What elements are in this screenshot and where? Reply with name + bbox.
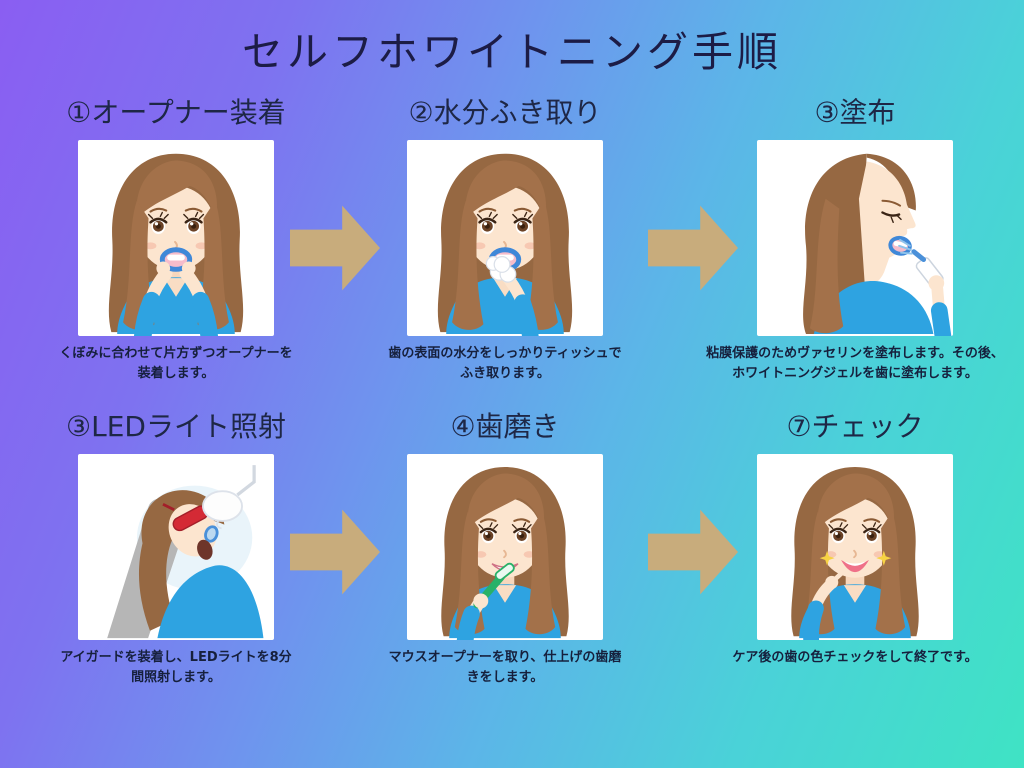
step-4-panel bbox=[78, 454, 274, 640]
step-4-caption: アイガードを装着し、LEDライトを8分間照射します。 bbox=[60, 650, 292, 686]
step-3-heading: ③塗布 bbox=[814, 96, 896, 129]
step-5-panel bbox=[407, 454, 603, 640]
step-6: ⑦チェック ケア後の歯の色チェックをして終了です。 bbox=[700, 406, 1010, 668]
step-6-caption: ケア後の歯の色チェックをして終了です。 bbox=[732, 650, 978, 665]
step-1-caption: くぼみに合わせて片方ずつオープナーを装着します。 bbox=[59, 346, 293, 382]
woman-under-led-light-illustration bbox=[107, 465, 264, 639]
step-3-panel bbox=[757, 140, 953, 336]
step-4: ③LEDライト照射 アイガードを装着し、LEDラ bbox=[21, 406, 331, 688]
step-3-caption: 粘膜保護のためヴァセリンを塗布します。その後、ホワイトニングジェルを歯に塗布しま… bbox=[706, 346, 1004, 382]
step-1-panel bbox=[78, 140, 274, 336]
woman-applying-whitening-gel-illustration bbox=[803, 153, 952, 336]
woman-attaching-mouth-opener-illustration bbox=[78, 140, 274, 336]
step-4-heading: ③LEDライト照射 bbox=[66, 410, 286, 443]
step-5-heading: ④歯磨き bbox=[450, 410, 560, 443]
woman-brushing-teeth-illustration bbox=[407, 454, 603, 640]
step-6-panel bbox=[757, 454, 953, 640]
step-5-caption: マウスオープナーを取り、仕上げの歯磨きをします。 bbox=[388, 650, 622, 686]
step-1-heading: ①オープナー装着 bbox=[66, 96, 286, 129]
step-2-panel bbox=[407, 140, 603, 336]
page-title: セルフホワイトニング手順 bbox=[242, 28, 782, 76]
step-6-heading: ⑦チェック bbox=[786, 410, 924, 443]
step-2: ②水分ふき取り 歯の表面の水分をしっかりティッシュでふき取ります。 bbox=[350, 92, 660, 384]
step-3: ③塗布 bbox=[700, 92, 1010, 384]
woman-wiping-teeth-with-tissue-illustration bbox=[407, 140, 603, 336]
step-5: ④歯磨き マウスオープナーを取り、仕上げの歯磨きをします。 bbox=[350, 406, 660, 688]
woman-checking-teeth-illustration bbox=[757, 454, 953, 640]
step-2-heading: ②水分ふき取り bbox=[408, 96, 602, 129]
step-2-caption: 歯の表面の水分をしっかりティッシュでふき取ります。 bbox=[388, 346, 622, 382]
step-1: ①オープナー装着 くぼみに合わせて片方ずつオープナーを装着します。 bbox=[21, 92, 331, 384]
